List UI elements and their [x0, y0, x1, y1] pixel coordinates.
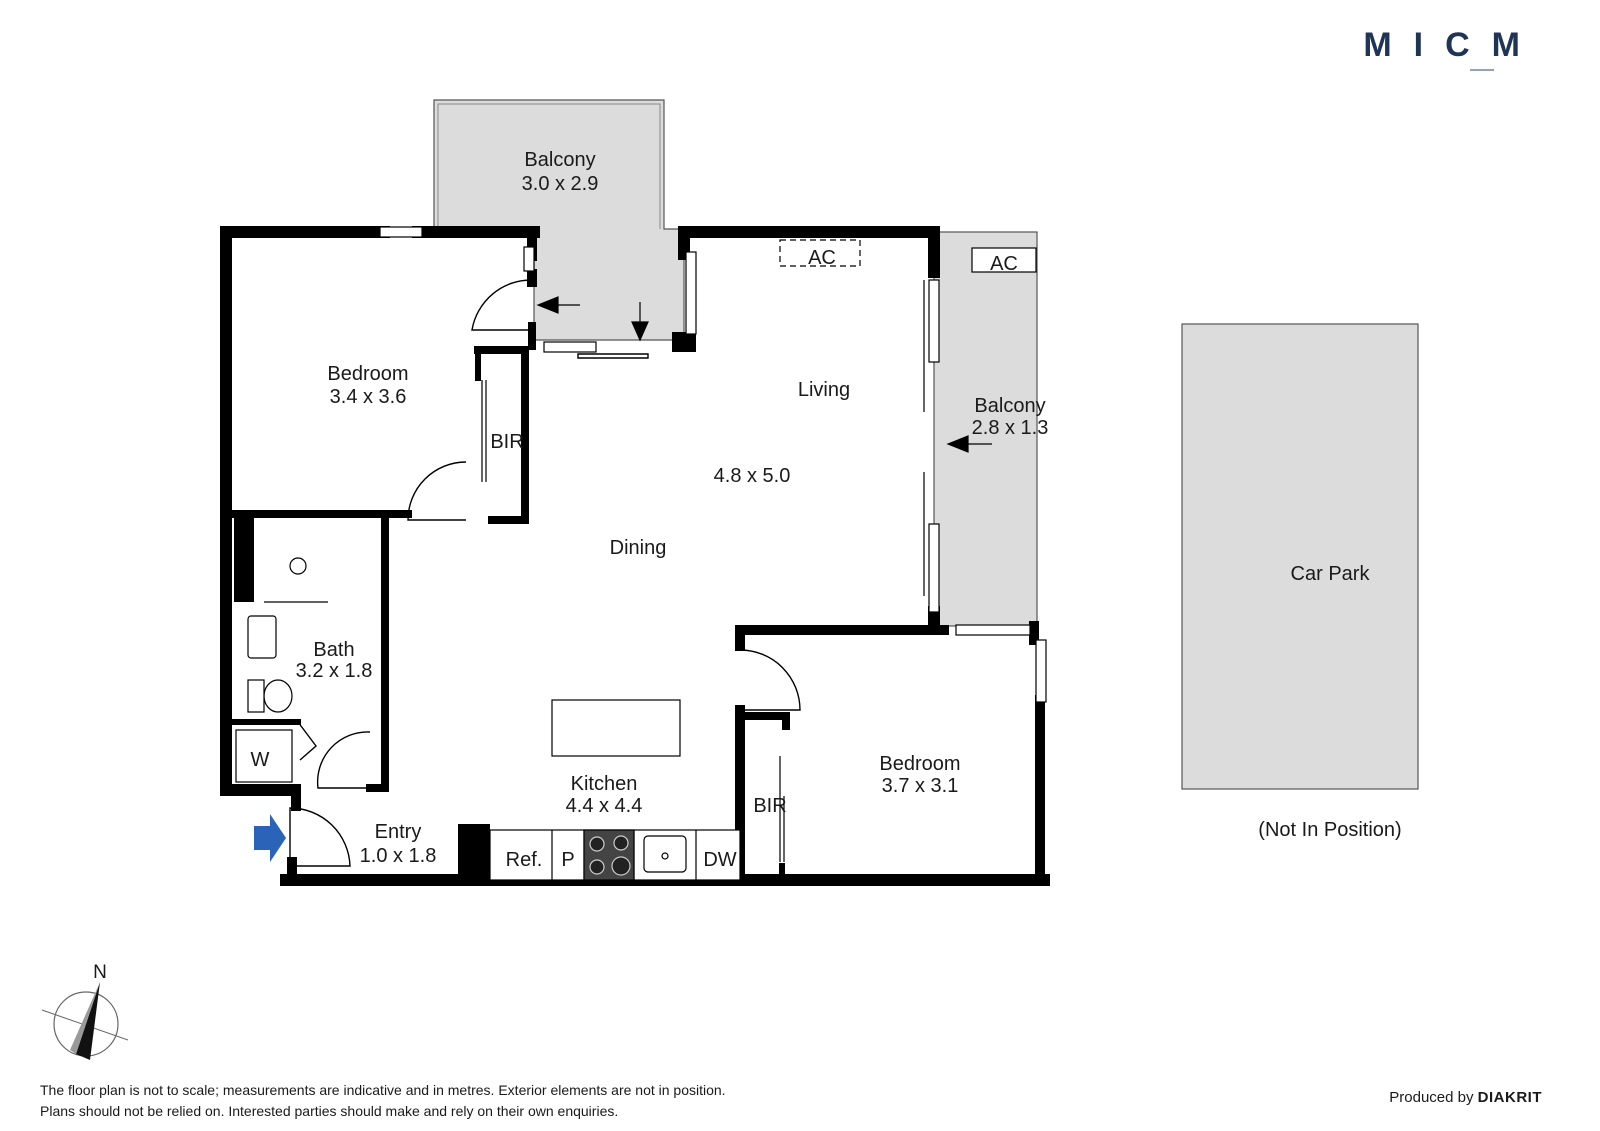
size-kitchen: 4.4 x 4.4 — [566, 795, 643, 817]
label-car-park: Car Park — [1291, 563, 1371, 585]
size-balcony-side: 2.8 x 1.3 — [972, 417, 1049, 439]
doors — [289, 279, 925, 867]
door-bedroom-1-inner — [407, 461, 467, 521]
label-entry: Entry — [375, 821, 422, 843]
windows — [379, 226, 1047, 703]
door-bedroom-2 — [739, 649, 801, 711]
compass-north-label: N — [93, 962, 107, 983]
label-bir-2: BIR — [753, 795, 786, 817]
window-living-left — [685, 251, 697, 335]
label-ac-balcony: AC — [990, 253, 1018, 275]
balcony-top-area — [433, 99, 685, 341]
access-arrows — [536, 296, 992, 453]
size-bedroom-1: 3.4 x 3.6 — [330, 386, 407, 408]
balcony-side-area — [933, 231, 1038, 627]
brand-logo: MICM — [1363, 26, 1542, 64]
car-park-area — [1181, 323, 1419, 790]
kitchen-island — [551, 699, 681, 757]
vanity-icon — [247, 615, 277, 659]
producer-credit: Produced by DIAKRIT — [1389, 1089, 1542, 1106]
window-balcony-top — [523, 246, 535, 272]
outdoor-areas — [433, 99, 1419, 790]
label-bedroom-2: Bedroom — [879, 753, 960, 775]
label-balcony-top: Balcony — [524, 149, 595, 171]
balcony-top-outline — [437, 103, 661, 230]
disclaimer-line-2: Plans should not be relied on. Intereste… — [40, 1103, 619, 1119]
size-balcony-top: 3.0 x 2.9 — [522, 173, 599, 195]
room-labels: Balcony 3.0 x 2.9 Bedroom 3.4 x 3.6 BIR … — [93, 149, 1402, 983]
washing-machine — [235, 729, 293, 783]
window-balcony-bottom — [955, 624, 1031, 636]
label-laundry: W — [251, 749, 270, 771]
walls — [220, 226, 1050, 886]
label-dining: Dining — [610, 537, 667, 559]
label-bath: Bath — [313, 639, 354, 661]
size-bedroom-2: 3.7 x 3.1 — [882, 775, 959, 797]
door-entry — [289, 807, 351, 867]
entry-arrow-icon — [254, 814, 286, 862]
label-bir-1: BIR — [490, 431, 523, 453]
door-bath — [316, 731, 371, 789]
label-living: Living — [798, 379, 850, 401]
credit-company: DIAKRIT — [1477, 1089, 1542, 1106]
label-dishwasher: DW — [703, 849, 736, 871]
window-balcony-door — [543, 341, 597, 353]
window-living-right-top — [928, 279, 940, 363]
size-entry: 1.0 x 1.8 — [360, 845, 437, 867]
ac-living — [779, 239, 861, 267]
size-living: 4.8 x 5.0 — [714, 465, 791, 487]
label-fridge: Ref. — [506, 849, 543, 871]
label-kitchen: Kitchen — [571, 773, 638, 795]
window-living-right-bottom — [928, 523, 940, 613]
toilet-icon — [263, 679, 293, 713]
window-bedroom-2 — [1035, 639, 1047, 703]
fixtures — [235, 239, 1037, 881]
door-bedroom-1 — [471, 279, 533, 331]
note-car-park: (Not In Position) — [1258, 819, 1401, 841]
brand-logo-underline — [1470, 69, 1494, 71]
ac-balcony — [971, 247, 1037, 273]
window-bedroom-1 — [379, 226, 423, 238]
label-balcony-side: Balcony — [974, 395, 1045, 417]
label-bedroom-1: Bedroom — [327, 363, 408, 385]
compass-icon — [41, 982, 129, 1060]
disclaimer-line-1: The floor plan is not to scale; measurem… — [40, 1082, 726, 1098]
credit-prefix: Produced by — [1389, 1089, 1474, 1106]
size-bath: 3.2 x 1.8 — [296, 660, 373, 682]
label-ac-living: AC — [808, 247, 836, 269]
disclaimer: The floor plan is not to scale; measurem… — [40, 1080, 726, 1122]
label-pantry: P — [561, 849, 574, 871]
shower-icon — [289, 557, 307, 575]
door-laundry — [297, 721, 317, 761]
